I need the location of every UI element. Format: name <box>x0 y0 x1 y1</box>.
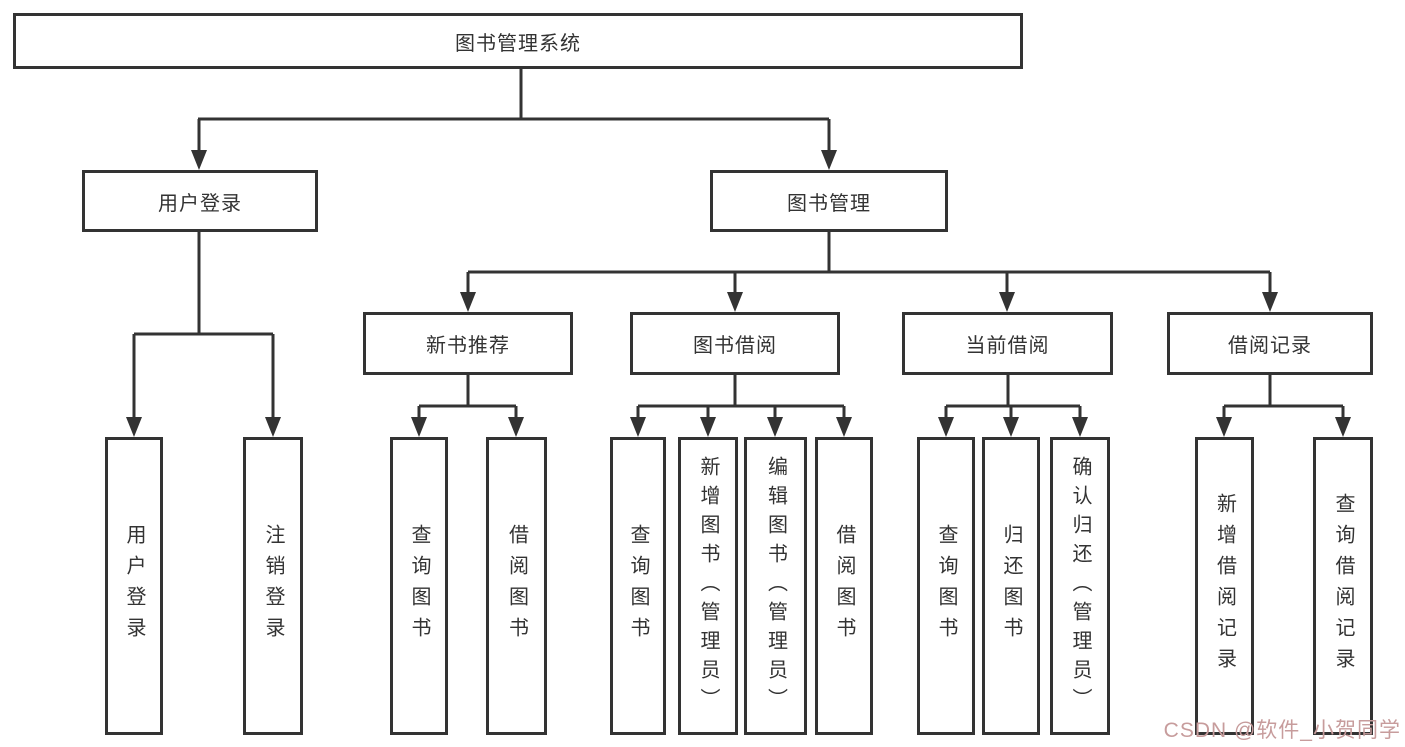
leaf-edit-books-admin: 编辑图书（管理员） <box>744 437 807 735</box>
arrow-down-icon <box>508 417 524 437</box>
leaf-query-books-borrowing: 查询图书 <box>610 437 666 735</box>
leaf-query-books-current: 查询图书 <box>917 437 975 735</box>
arrow-down-icon <box>1262 292 1278 312</box>
node-book-management: 图书管理 <box>710 170 948 232</box>
node-borrowing-records: 借阅记录 <box>1167 312 1373 375</box>
leaf-user-login: 用户登录 <box>105 437 163 735</box>
arrow-down-icon <box>411 417 427 437</box>
arrow-down-icon <box>460 292 476 312</box>
arrow-down-icon <box>727 292 743 312</box>
arrow-down-icon <box>700 417 716 437</box>
arrow-down-icon <box>1335 417 1351 437</box>
leaf-return-books: 归还图书 <box>982 437 1040 735</box>
leaf-borrow-books-borrowing: 借阅图书 <box>815 437 873 735</box>
leaf-add-borrow-record: 新增借阅记录 <box>1195 437 1254 735</box>
leaf-add-books-admin: 新增图书（管理员） <box>678 437 738 735</box>
node-current-borrowing: 当前借阅 <box>902 312 1113 375</box>
node-library-management-system: 图书管理系统 <box>13 13 1023 69</box>
arrow-down-icon <box>1072 417 1088 437</box>
arrow-down-icon <box>126 417 142 437</box>
csdn-watermark: CSDN @软件_小贺同学 <box>1163 719 1401 742</box>
arrow-down-icon <box>821 150 837 170</box>
arrow-down-icon <box>938 417 954 437</box>
leaf-query-books-newrec: 查询图书 <box>390 437 448 735</box>
leaf-logout: 注销登录 <box>243 437 303 735</box>
arrow-down-icon <box>767 417 783 437</box>
arrow-down-icon <box>1003 417 1019 437</box>
node-user-login: 用户登录 <box>82 170 318 232</box>
arrow-down-icon <box>1216 417 1232 437</box>
arrow-down-icon <box>191 150 207 170</box>
node-new-book-recommendation: 新书推荐 <box>363 312 573 375</box>
leaf-borrow-books-newrec: 借阅图书 <box>486 437 547 735</box>
leaf-confirm-return-admin: 确认归还（管理员） <box>1050 437 1110 735</box>
arrow-down-icon <box>630 417 646 437</box>
leaf-query-borrow-record: 查询借阅记录 <box>1313 437 1373 735</box>
arrow-down-icon <box>836 417 852 437</box>
node-book-borrowing: 图书借阅 <box>630 312 840 375</box>
arrow-down-icon <box>265 417 281 437</box>
arrow-down-icon <box>999 292 1015 312</box>
